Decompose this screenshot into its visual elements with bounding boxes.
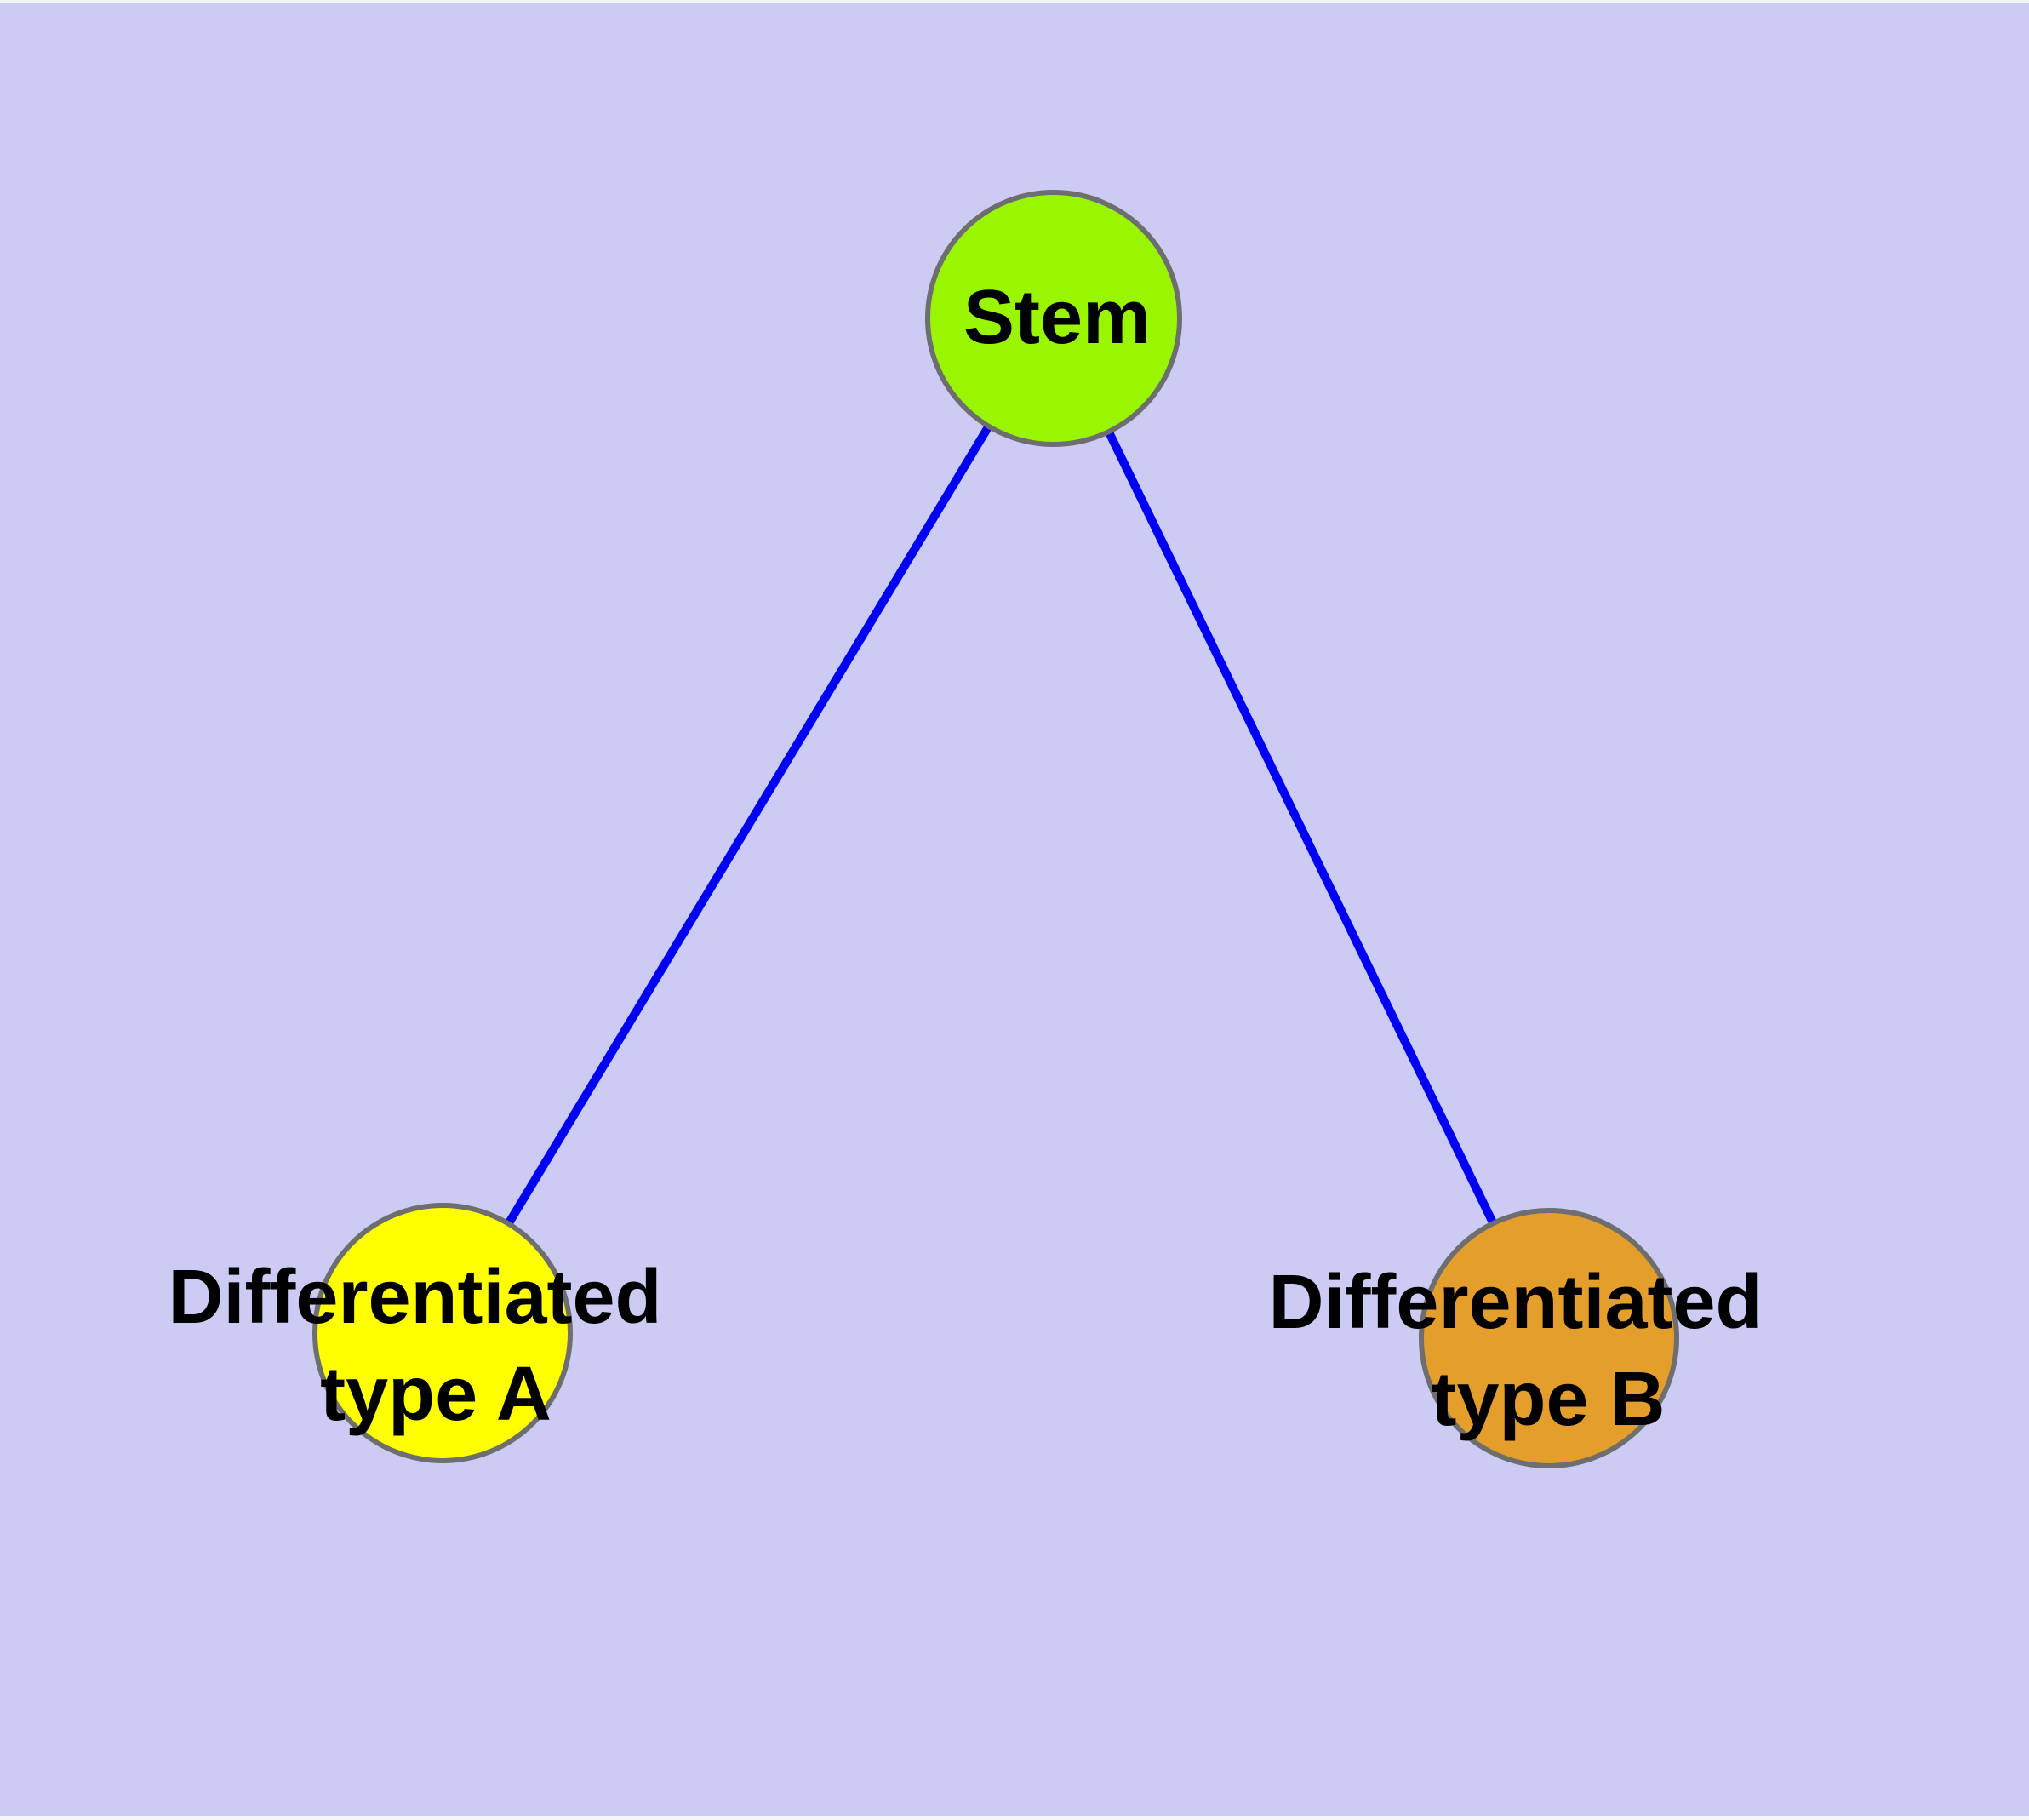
stem-node[interactable]	[925, 190, 1182, 447]
type-a-label-line1: Differentiated	[168, 1255, 661, 1340]
type-b-label-line1: Differentiated	[1268, 1260, 1762, 1345]
edge-stem-to-type-b	[1049, 316, 1553, 1341]
top-edge-strip	[0, 0, 2029, 3]
differentiated-type-a-node[interactable]	[312, 1203, 573, 1463]
differentiated-type-b-label: Differentiated type B	[1268, 1260, 1783, 1442]
differentiated-type-b-node[interactable]	[1419, 1208, 1679, 1468]
stem-node-label: Stem	[963, 275, 1151, 360]
type-a-label-line2: type A	[320, 1352, 552, 1437]
type-b-label-line2: type B	[1431, 1357, 1665, 1442]
edge-stem-to-type-a	[438, 316, 1058, 1336]
bottom-edge-strip	[0, 1816, 2029, 1820]
differentiated-type-a-label: Differentiated type A	[168, 1255, 683, 1437]
